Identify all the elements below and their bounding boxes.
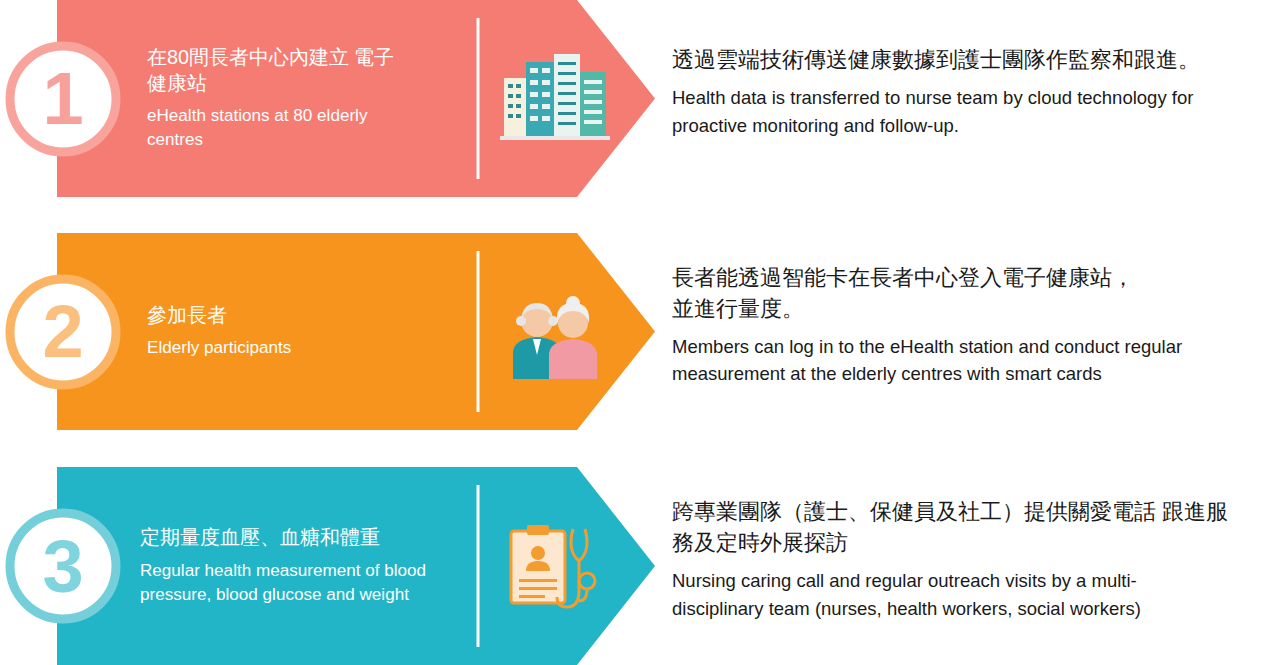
band-text: 在80間長者中心內建立 電子健康站 eHealth stations at 80 … xyxy=(147,0,412,197)
number-circle: 2 xyxy=(4,273,122,391)
description-group: 透過雲端技術傳送健康數據到護士團隊作監察和跟進。 Health data is t… xyxy=(672,45,1260,139)
callout-number: 3 xyxy=(4,507,122,625)
description-group: 長者能透過智能卡在長者中心登入電子健康站， 並進行量度。 Members can … xyxy=(672,263,1262,388)
band-subtitle: Regular health measurement of blood pres… xyxy=(140,559,455,607)
callout-number: 1 xyxy=(4,40,122,158)
band-subtitle: eHealth stations at 80 elderly centres xyxy=(147,104,412,152)
band-title: 參加長者 xyxy=(147,303,447,329)
divider-line xyxy=(477,251,480,412)
number-circle: 3 xyxy=(4,507,122,625)
arrow-shape xyxy=(57,0,655,197)
band-subtitle: Elderly participants xyxy=(147,336,447,360)
arrow-band: 定期量度血壓、血糖和體重 Regular health measurement o… xyxy=(57,467,655,665)
arrow-band: 參加長者 Elderly participants xyxy=(57,233,655,430)
band-title: 在80間長者中心內建立 電子健康站 xyxy=(147,45,412,96)
arrow-shape xyxy=(57,467,655,665)
arrow-shape xyxy=(57,233,655,430)
number-circle: 1 xyxy=(4,40,122,158)
description-zh: 跨專業團隊（護士、保健員及社工）提供關愛電話 跟進服務及定時外展探訪 xyxy=(672,497,1232,559)
medical-record-icon xyxy=(505,521,605,616)
description-zh: 長者能透過智能卡在長者中心登入電子健康站， 並進行量度。 xyxy=(672,263,1142,325)
buildings-icon xyxy=(500,52,610,142)
divider-line xyxy=(477,18,480,179)
description-en: Members can log in to the eHealth statio… xyxy=(672,333,1262,389)
band-title: 定期量度血壓、血糖和體重 xyxy=(140,525,455,551)
description-en: Health data is transferred to nurse team… xyxy=(672,84,1260,140)
callout-number: 2 xyxy=(4,273,122,391)
arrow-band: 在80間長者中心內建立 電子健康站 eHealth stations at 80 … xyxy=(57,0,655,197)
band-text: 定期量度血壓、血糖和體重 Regular health measurement o… xyxy=(140,467,455,665)
elderly-couple-icon xyxy=(505,291,605,381)
divider-line xyxy=(477,485,480,647)
description-en: Nursing caring call and regular outreach… xyxy=(672,567,1217,623)
description-zh: 透過雲端技術傳送健康數據到護士團隊作監察和跟進。 xyxy=(672,45,1260,76)
band-text: 參加長者 Elderly participants xyxy=(147,233,447,430)
description-group: 跨專業團隊（護士、保健員及社工）提供關愛電話 跟進服務及定時外展探訪 Nursin… xyxy=(672,497,1232,622)
